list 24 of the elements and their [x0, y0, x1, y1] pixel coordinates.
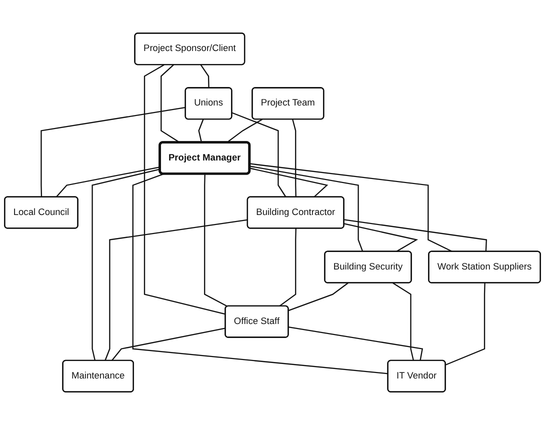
- connector: [344, 219, 488, 252]
- connector: [200, 64, 210, 88]
- connector: [111, 328, 226, 362]
- connector: [160, 64, 180, 144]
- connector: [104, 219, 248, 361]
- connector: [204, 174, 228, 307]
- connector: [250, 168, 328, 198]
- connector: [56, 166, 160, 198]
- connector: [445, 282, 486, 366]
- connector: [288, 282, 348, 312]
- connector: [226, 118, 263, 144]
- connector: [40, 106, 186, 198]
- connector: [198, 119, 204, 143]
- connector: [279, 228, 296, 307]
- connector: [292, 119, 296, 198]
- connector: [232, 112, 286, 198]
- connector: [288, 326, 424, 361]
- connector: [392, 282, 414, 361]
- connector: [92, 168, 160, 361]
- connector: [144, 64, 226, 315]
- connector: [250, 163, 453, 252]
- connector: [250, 166, 364, 252]
- connector: [344, 223, 418, 252]
- connector: [132, 173, 388, 374]
